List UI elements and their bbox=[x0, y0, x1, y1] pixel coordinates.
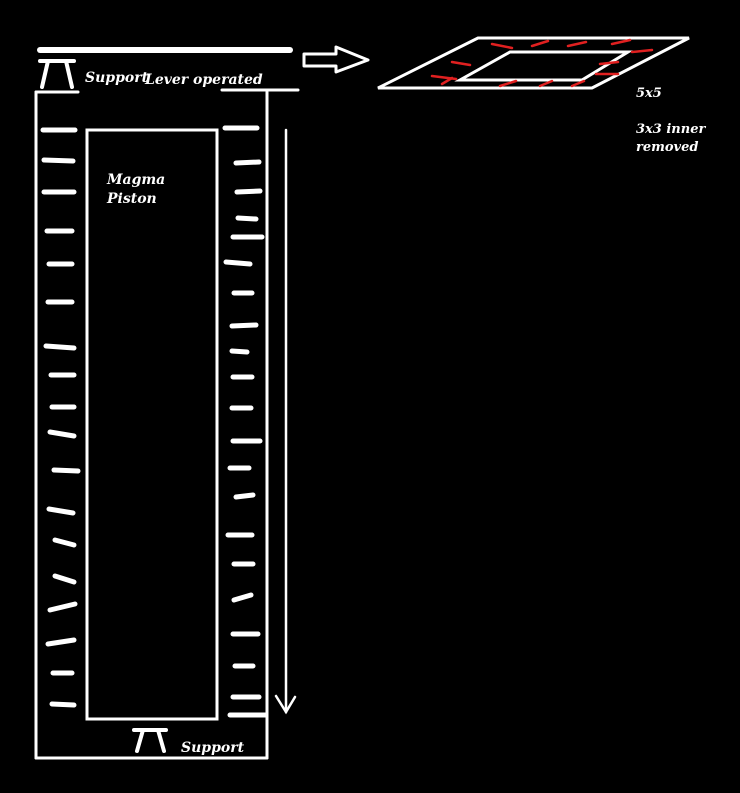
left-wall-dashes bbox=[40, 127, 81, 708]
support-bottom-label: Support bbox=[181, 740, 245, 756]
inner-removed-label-line1: 3x3 inner bbox=[636, 122, 706, 137]
red-grid-marks bbox=[430, 38, 654, 88]
piston-body bbox=[85, 128, 219, 721]
support-top-label: Support bbox=[85, 70, 149, 86]
frame-ring bbox=[377, 36, 690, 90]
grid-size-label: 5x5 bbox=[636, 86, 662, 101]
piston-label-line1: Magma bbox=[106, 172, 165, 188]
right-wall-dashes bbox=[222, 125, 269, 718]
top-support-stand bbox=[38, 59, 76, 89]
piston-label-line2: Piston bbox=[106, 191, 157, 207]
down-arrow bbox=[274, 128, 297, 715]
right-arrow bbox=[302, 45, 370, 74]
lever-operated-label: Lever operated bbox=[144, 72, 263, 88]
inner-removed-label-line2: removed bbox=[636, 140, 698, 155]
outer-tube bbox=[34, 88, 300, 760]
bottom-support-stand bbox=[132, 728, 168, 753]
